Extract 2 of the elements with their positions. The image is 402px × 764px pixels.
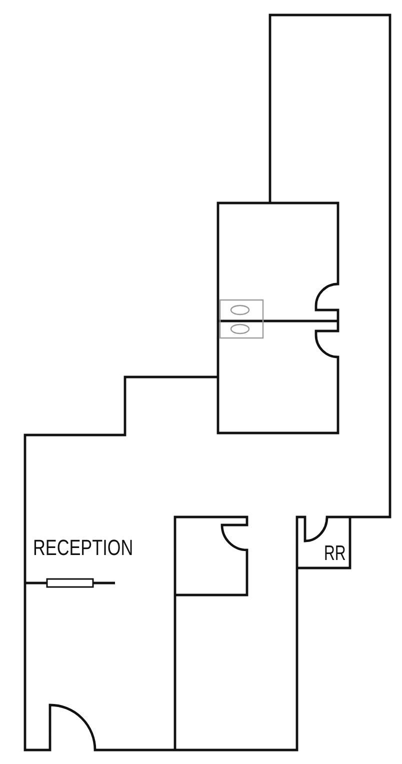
room-label: RECEPTION bbox=[33, 537, 134, 559]
room-label: RR bbox=[324, 543, 346, 564]
